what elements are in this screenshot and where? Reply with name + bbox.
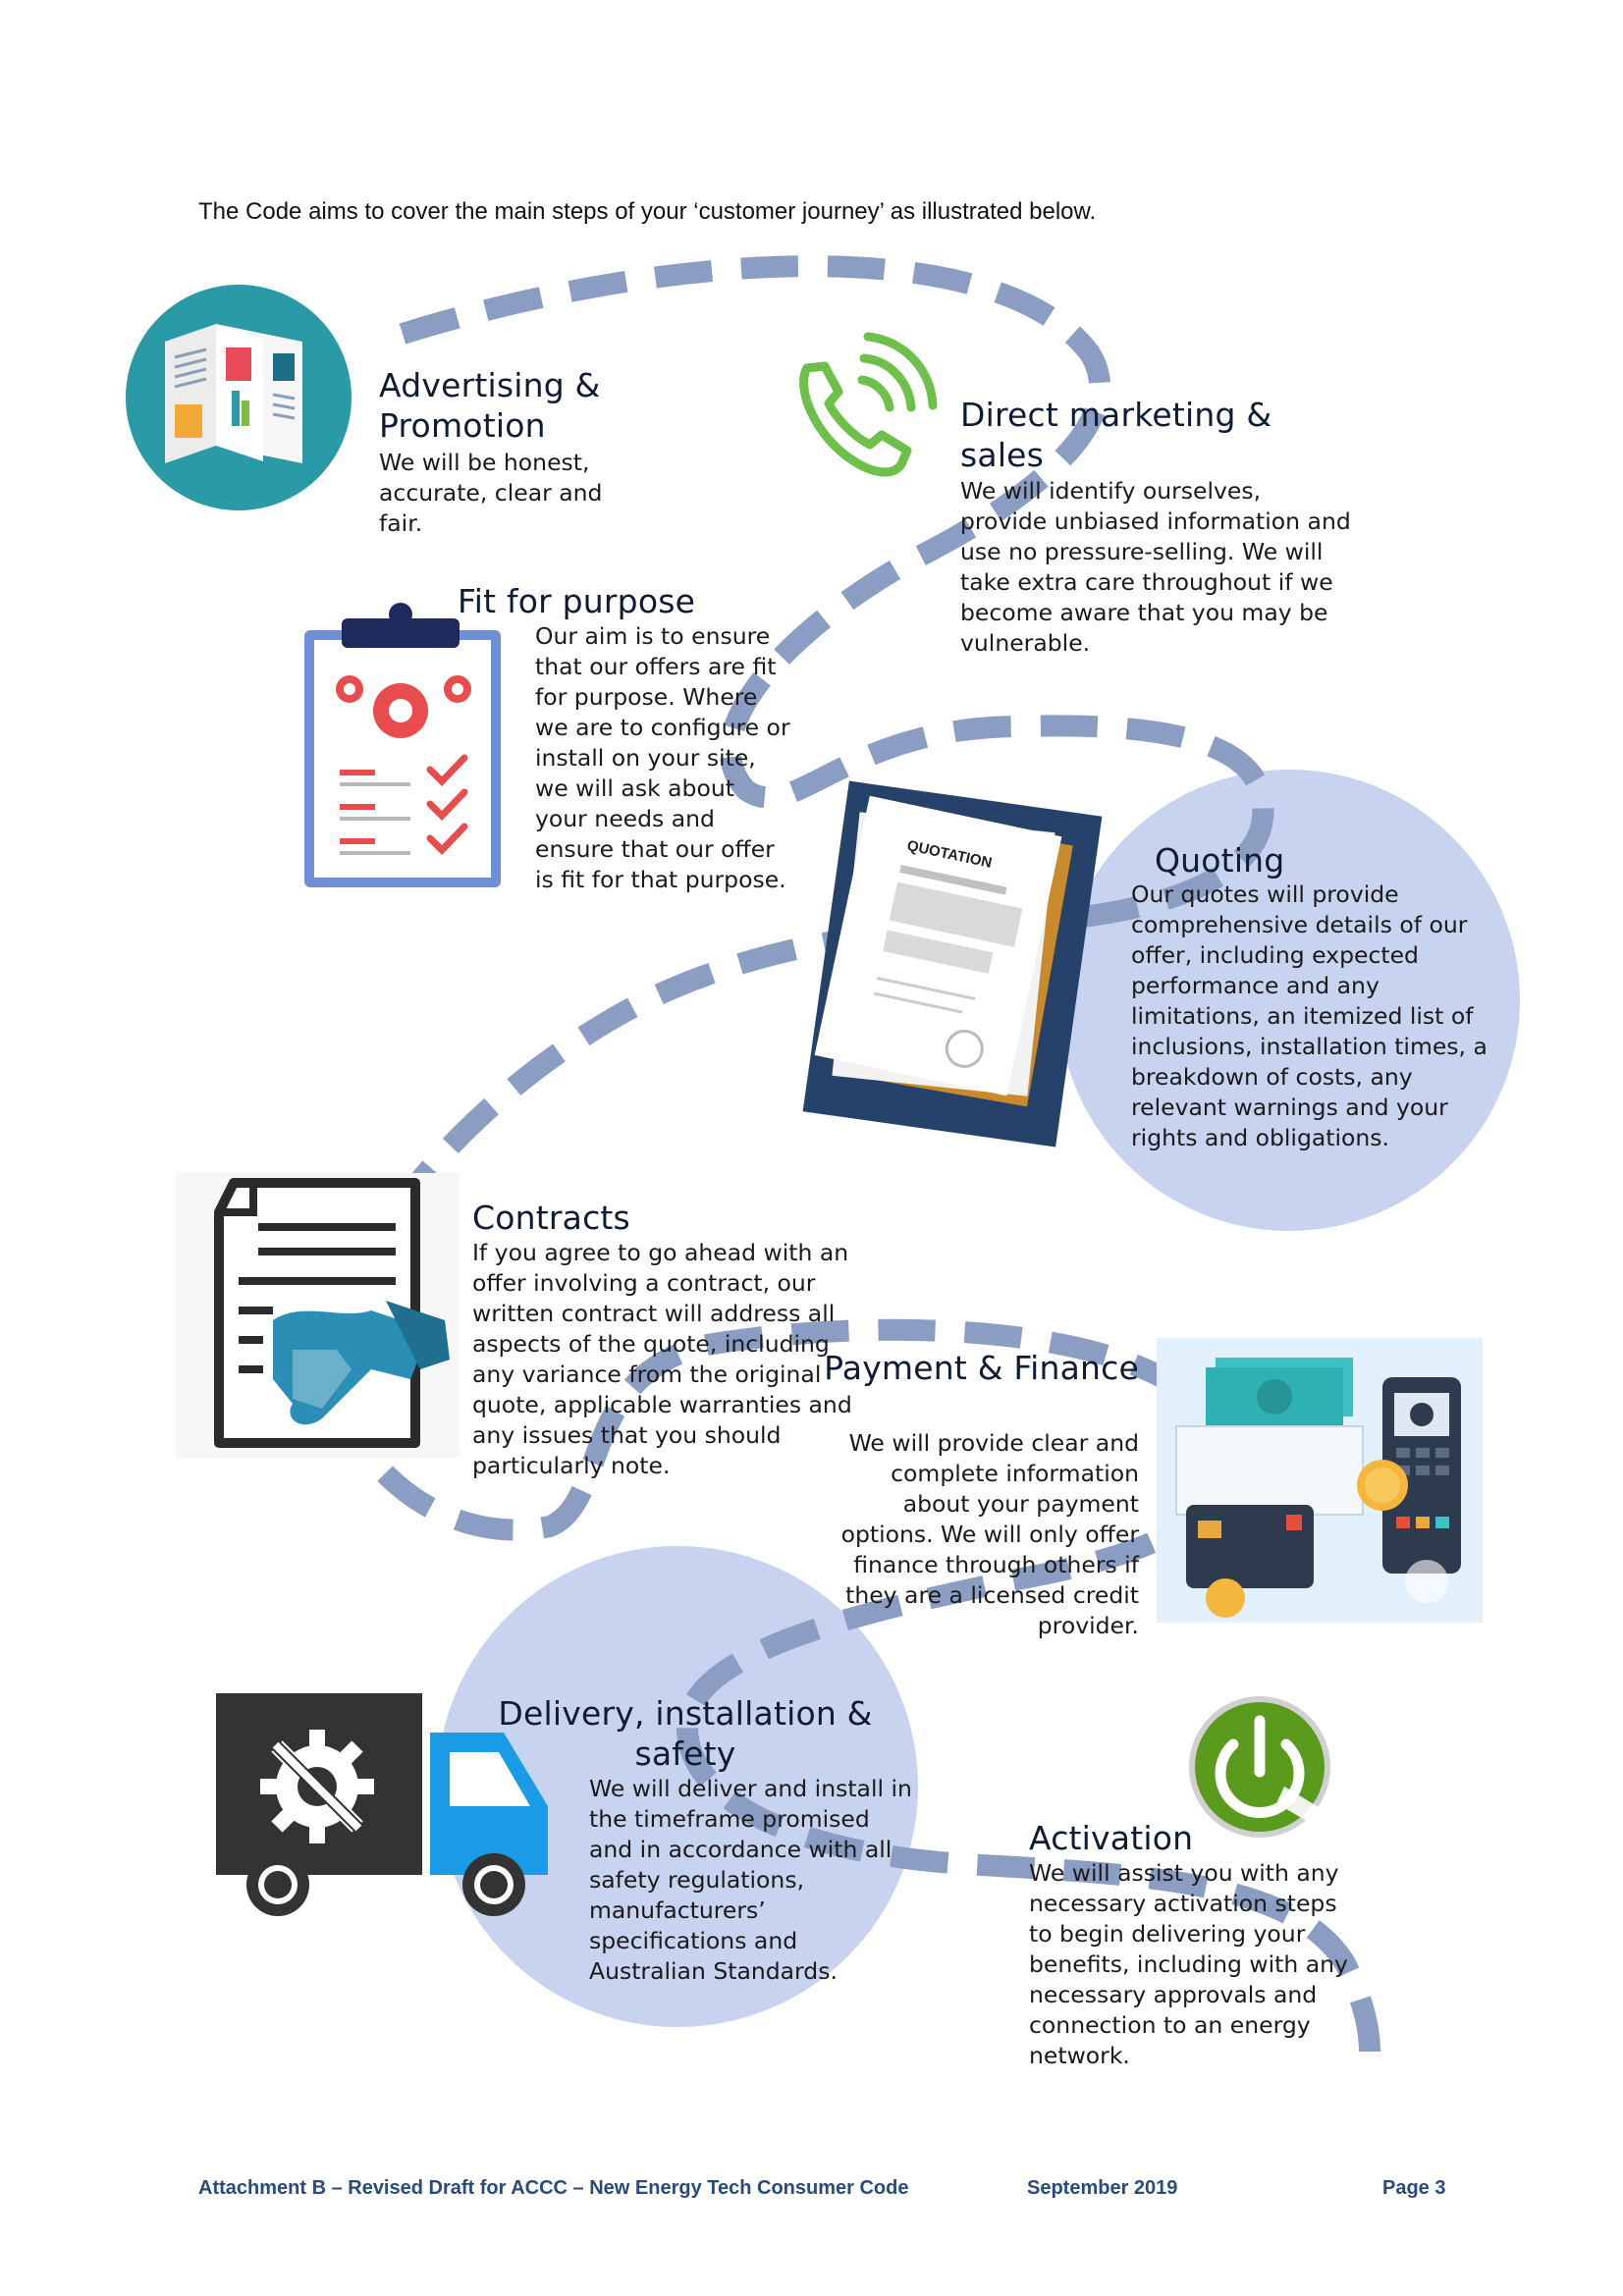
direct-marketing-title: Direct marketing & sales [960, 396, 1272, 474]
payment-title: Payment & Finance [824, 1349, 1139, 1387]
contracts-body: If you agree to go ahead with an offer i… [472, 1239, 852, 1479]
quoting-body: Our quotes will provide comprehensive de… [1131, 881, 1488, 1151]
intro-text: The Code aims to cover the main steps of… [198, 198, 1097, 225]
fit-for-purpose-body: Our aim is to ensure that our offers are… [535, 622, 790, 893]
clipboard-checklist-icon [304, 603, 501, 887]
footer-document-title: Attachment B – Revised Draft for ACCC – … [198, 2177, 909, 2199]
fit-for-purpose-title: Fit for purpose [458, 582, 696, 620]
activation-body: We will assist you with any necessary ac… [1029, 1859, 1348, 2069]
activation-title: Activation [1029, 1819, 1194, 1857]
power-button-icon [1189, 1696, 1333, 1838]
payment-body: We will provide clear and complete infor… [840, 1429, 1139, 1639]
footer-page-number: Page 3 [1382, 2177, 1446, 2199]
advertising-body: We will be honest, accurate, clear and f… [379, 449, 603, 537]
delivery-body: We will deliver and install in the timef… [589, 1775, 912, 1985]
delivery-truck-icon [216, 1693, 548, 1916]
quoting-title: Quoting [1155, 841, 1285, 880]
payment-cards-money-icon [1157, 1338, 1483, 1623]
advertising-title: Advertising & Promotion [379, 366, 601, 445]
phone-icon [799, 332, 938, 477]
direct-marketing-body: We will identify ourselves, provide unbi… [960, 477, 1351, 657]
contract-handshake-icon [175, 1173, 460, 1458]
delivery-title: Delivery, installation & safety [498, 1694, 873, 1773]
contracts-title: Contracts [472, 1199, 630, 1237]
footer-date: September 2019 [1027, 2177, 1178, 2199]
brochure-icon [126, 285, 352, 510]
quotation-document-icon: QUOTATION [802, 780, 1103, 1148]
